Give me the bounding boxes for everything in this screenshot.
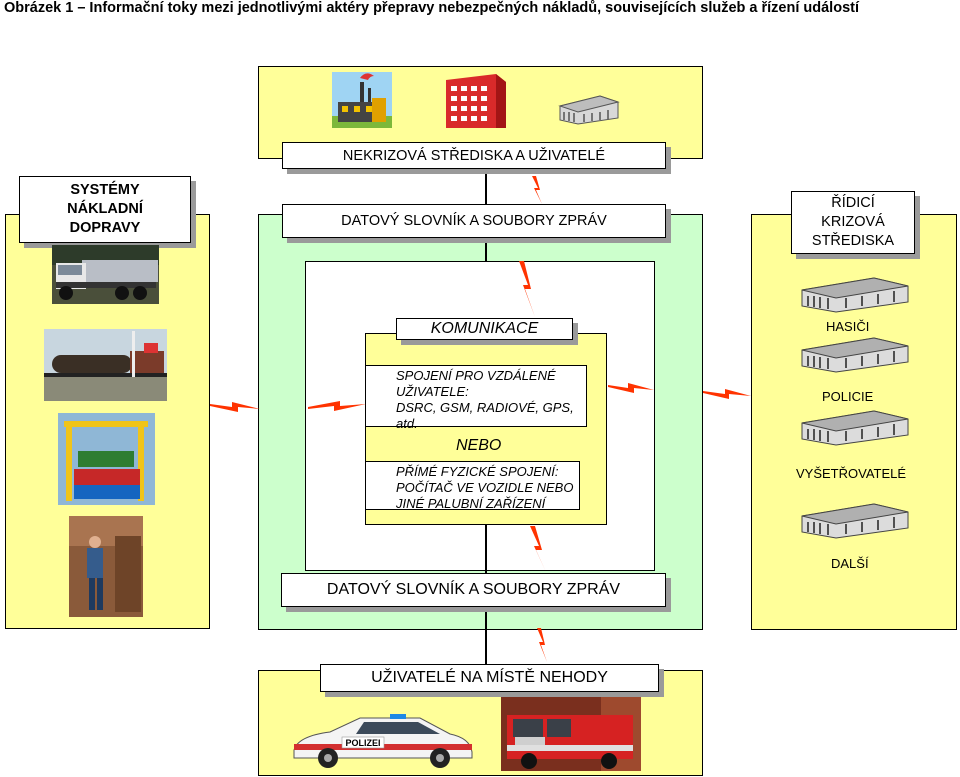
freight-systems-label: SYSTÉMY NÁKLADNÍ DOPRAVY — [19, 176, 191, 243]
non-crisis-centers-label: NEKRIZOVÁ STŘEDISKA A UŽIVATELÉ — [282, 142, 666, 169]
office-building-icon — [446, 74, 506, 128]
freight-systems-line-1: SYSTÉMY — [70, 182, 140, 198]
firefighters-label: HASIČI — [826, 319, 870, 334]
others-label: DALŠÍ — [831, 556, 869, 571]
crisis-building-icon-2 — [801, 337, 909, 373]
police-car-text: POLIZEI — [345, 738, 380, 748]
tanker-truck-photo — [52, 245, 159, 304]
data-dictionary-bottom-label: DATOVÝ SLOVNÍK A SOUBORY ZPRÁV — [281, 573, 666, 607]
lightning-icon-right-1 — [608, 383, 654, 393]
warehouse-worker-photo — [69, 516, 143, 617]
police-label: POLICIE — [822, 389, 874, 404]
warehouse-icon — [558, 95, 620, 125]
crisis-building-icon-1 — [801, 277, 909, 313]
lightning-icon-right-2 — [703, 389, 751, 399]
connector-upper-center — [485, 238, 487, 261]
lightning-icon-center-lower — [530, 526, 546, 572]
police-car-photo: POLIZEI — [293, 714, 473, 768]
data-dictionary-top-label: DATOVÝ SLOVNÍK A SOUBORY ZPRÁV — [282, 204, 666, 238]
crisis-centers-line-3: STŘEDISKA — [811, 233, 895, 249]
connector-top — [485, 168, 487, 204]
lightning-icon-top — [532, 176, 542, 204]
or-label: NEBO — [456, 437, 502, 454]
freight-systems-line-2: NÁKLADNÍ — [67, 201, 143, 217]
lightning-icon-center-upper — [519, 261, 535, 317]
remote-connection-line-2: UŽIVATELE: — [396, 384, 469, 399]
lightning-icon-left-2 — [308, 401, 366, 411]
remote-connection-line-1: SPOJENÍ PRO VZDÁLENÉ — [396, 368, 556, 383]
investigators-label: VYŠETŘOVATELÉ — [796, 466, 907, 481]
direct-connection-line-1: PŘÍMÉ FYZICKÉ SPOJENÍ: — [396, 464, 559, 479]
crisis-centers-line-2: KRIZOVÁ — [821, 214, 885, 230]
figure-caption: Obrázek 1 – Informační toky mezi jednotl… — [4, 0, 859, 16]
tank-rail-cars-photo — [44, 329, 167, 401]
connector-lower-center — [485, 525, 487, 573]
crisis-centers-label: ŘÍDICÍ KRIZOVÁ STŘEDISKA — [791, 191, 915, 254]
crisis-building-icon-4 — [801, 503, 909, 539]
remote-connection-line-3: DSRC, GSM, RADIOVÉ, GPS, — [396, 400, 574, 415]
remote-connection-line-4: atd. — [396, 416, 418, 431]
container-crane-photo — [58, 413, 155, 505]
remote-connection-box: SPOJENÍ PRO VZDÁLENÉ UŽIVATELE: DSRC, GS… — [365, 365, 587, 431]
fire-truck-photo — [501, 697, 641, 771]
direct-connection-line-2: POČÍTAČ VE VOZIDLE NEBO — [396, 480, 574, 495]
crisis-building-icon-3 — [801, 410, 909, 446]
freight-systems-line-3: DOPRAVY — [69, 220, 141, 236]
communication-label: KOMUNIKACE — [396, 318, 573, 340]
factory-icon — [332, 72, 392, 128]
connector-bottom — [485, 608, 487, 670]
direct-connection-line-3: JINÉ PALUBNÍ ZAŘÍZENÍ — [396, 496, 546, 511]
direct-connection-box: PŘÍMÉ FYZICKÉ SPOJENÍ: POČÍTAČ VE VOZIDL… — [365, 461, 580, 511]
crisis-centers-line-1: ŘÍDICÍ — [831, 195, 875, 211]
lightning-icon-bottom — [537, 628, 547, 662]
accident-site-users-label: UŽIVATELÉ NA MÍSTĚ NEHODY — [320, 664, 659, 692]
lightning-icon-left-1 — [210, 402, 260, 412]
